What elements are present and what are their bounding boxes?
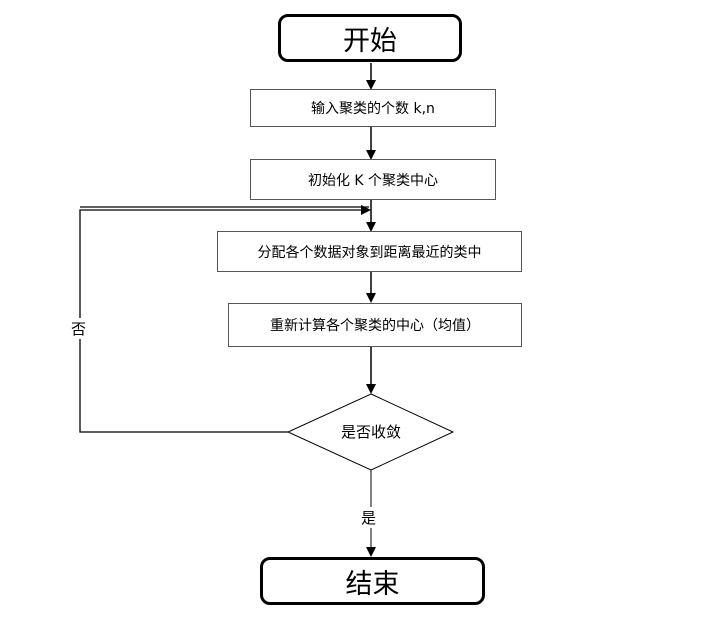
process-init-label: 初始化 K 个聚类中心 [307,172,439,189]
edge-label-yes: 是 [361,507,377,528]
decision-label: 是否收敛 [340,423,401,441]
start-terminal: 开始 [278,14,462,62]
edge-label-no: 否 [71,318,87,339]
process-init-centers: 初始化 K 个聚类中心 [250,159,496,200]
process-assign-objects: 分配各个数据对象到距离最近的类中 [217,231,522,272]
process-recompute-label: 重新计算各个聚类的中心（均值） [270,318,480,334]
process-assign-label: 分配各个数据对象到距离最近的类中 [257,244,482,261]
end-label: 结束 [345,568,400,600]
process-input-label: 输入聚类的个数 k,n [311,101,435,117]
start-label: 开始 [343,25,397,57]
process-recompute-centers: 重新计算各个聚类的中心（均值） [228,303,522,347]
process-input-k-n: 输入聚类的个数 k,n [250,89,496,127]
end-terminal: 结束 [260,557,485,605]
